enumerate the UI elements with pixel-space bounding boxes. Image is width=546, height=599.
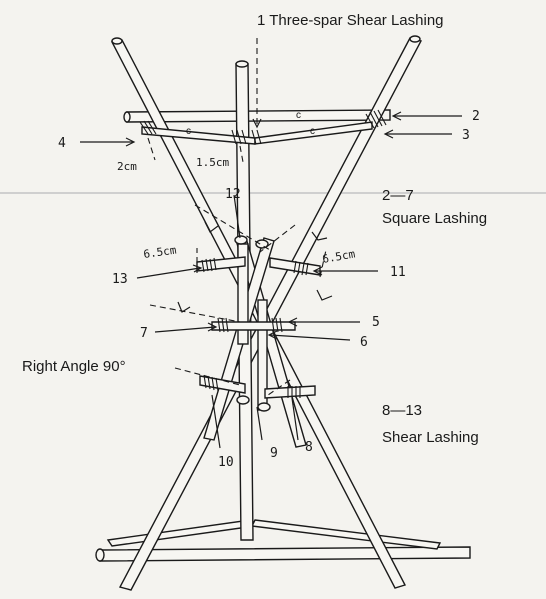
title-leader-head — [252, 118, 262, 129]
callout-11: 11 — [390, 265, 406, 280]
top-spar — [123, 109, 391, 123]
callout-8: 8 — [305, 440, 313, 455]
callout-7: 7 — [140, 326, 148, 341]
callout-4: 4 — [58, 136, 66, 151]
callout-5: 5 — [372, 315, 380, 330]
callout-arrows — [80, 111, 462, 449]
right-angle-label: Right Angle 90° — [22, 358, 126, 375]
shear-lashing-range: 8—13 — [382, 402, 422, 419]
square-lashing-range: 2—7 — [382, 187, 414, 204]
spar-letter-top: c — [296, 110, 301, 121]
spar-letter-left: c — [186, 126, 191, 137]
callout-13: 13 — [112, 272, 128, 287]
title-label: 1 Three-spar Shear Lashing — [257, 12, 444, 29]
top-braces — [141, 121, 373, 145]
callout-3: 3 — [462, 128, 470, 143]
measurement-6-5cm-right: 6.5cm — [321, 247, 356, 266]
callout-10: 10 — [218, 455, 234, 470]
callout-9: 9 — [270, 446, 278, 461]
shear-lashing-label: Shear Lashing — [382, 429, 479, 446]
callout-6: 6 — [360, 335, 368, 350]
square-lashing-label: Square Lashing — [382, 210, 487, 227]
right-angle-guides — [149, 204, 333, 396]
lashings — [139, 109, 387, 398]
measurement-1-5cm: 1.5cm — [196, 156, 229, 169]
measurement-2cm: 2cm — [117, 160, 137, 173]
spar-letter-right: c — [310, 126, 315, 137]
measurement-6-5cm-left: 6.5cm — [143, 243, 178, 261]
callout-12: 12 — [225, 187, 241, 202]
callout-2: 2 — [472, 109, 480, 124]
